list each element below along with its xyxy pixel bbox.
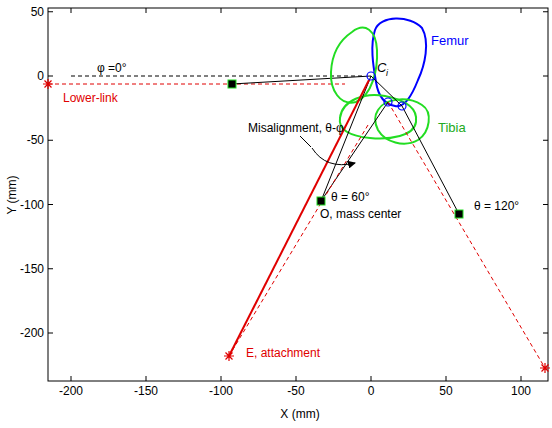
point-label: E, attachment: [246, 347, 320, 359]
annotation: Misalignment, θ-φ: [248, 122, 344, 134]
tick-label: 50: [439, 385, 452, 397]
tick-mark: [48, 268, 53, 269]
mass-center-marker: [228, 80, 236, 88]
tick-mark: [543, 76, 548, 77]
tick-label: 0: [368, 385, 375, 397]
link-line: [232, 76, 371, 84]
axis-title: X (mm): [280, 408, 319, 420]
tibia-outline: [331, 28, 377, 103]
tick-label: 0: [37, 70, 44, 82]
angle-label: θ = 120°: [474, 200, 519, 212]
tick-mark: [543, 268, 548, 269]
tick-mark: [146, 8, 147, 13]
leader-line: [300, 136, 311, 147]
mass-center-marker: [317, 197, 325, 205]
angle-label: θ = 60°: [331, 191, 370, 203]
tick-mark: [521, 376, 522, 381]
geometry-line: [371, 76, 402, 106]
tick-mark: [543, 140, 548, 141]
tick-mark: [48, 140, 53, 141]
tick-label: -200: [59, 385, 83, 397]
phi-reference-line: [71, 76, 362, 77]
part-name: Femur: [431, 34, 469, 47]
tick-mark: [543, 11, 548, 12]
attachment-link-dashed: [388, 102, 545, 368]
point-label: O, mass center: [320, 208, 401, 220]
lower-link-line: [48, 84, 345, 85]
tick-mark: [543, 204, 548, 205]
mass-center-marker: [455, 210, 463, 218]
tick-label: -200: [20, 327, 44, 339]
tick-label: -50: [27, 134, 44, 146]
femur-outline: [372, 18, 426, 106]
angle-label: φ =0°: [97, 62, 127, 74]
axis-title: Y (mm): [6, 175, 18, 214]
subscript: i: [386, 69, 388, 78]
tick-label: 100: [511, 385, 531, 397]
tick-mark: [543, 333, 548, 334]
joint-center: [367, 72, 375, 80]
tick-mark: [71, 8, 72, 13]
link-label: Lower-link: [63, 92, 118, 104]
tick-mark: [48, 204, 53, 205]
axes-box: [48, 8, 548, 381]
attachment-star: [43, 79, 550, 373]
tick-label: -100: [209, 385, 233, 397]
tick-mark: [446, 376, 447, 381]
tick-mark: [371, 376, 372, 381]
tick-label: -50: [287, 385, 304, 397]
tick-label: -150: [20, 263, 44, 275]
tick-label: -100: [20, 199, 44, 211]
point-label: C: [377, 61, 386, 74]
part-name: Tibia: [438, 121, 466, 134]
tick-mark: [446, 8, 447, 13]
misalignment-arrow: [312, 148, 355, 165]
attachment-link-dashed: [229, 125, 368, 356]
tick-mark: [48, 333, 53, 334]
tick-mark: [221, 8, 222, 13]
tick-label: -150: [134, 385, 158, 397]
tick-mark: [48, 11, 53, 12]
tick-mark: [521, 8, 522, 13]
tick-mark: [71, 376, 72, 381]
contact-point: [384, 98, 392, 106]
tick-mark: [146, 376, 147, 381]
axis-ticks: [48, 8, 548, 381]
tick-mark: [296, 8, 297, 13]
tick-label: 50: [31, 6, 44, 18]
contact-point: [398, 102, 406, 110]
tick-mark: [221, 376, 222, 381]
tick-mark: [296, 376, 297, 381]
tick-mark: [48, 76, 53, 77]
tick-mark: [371, 8, 372, 13]
